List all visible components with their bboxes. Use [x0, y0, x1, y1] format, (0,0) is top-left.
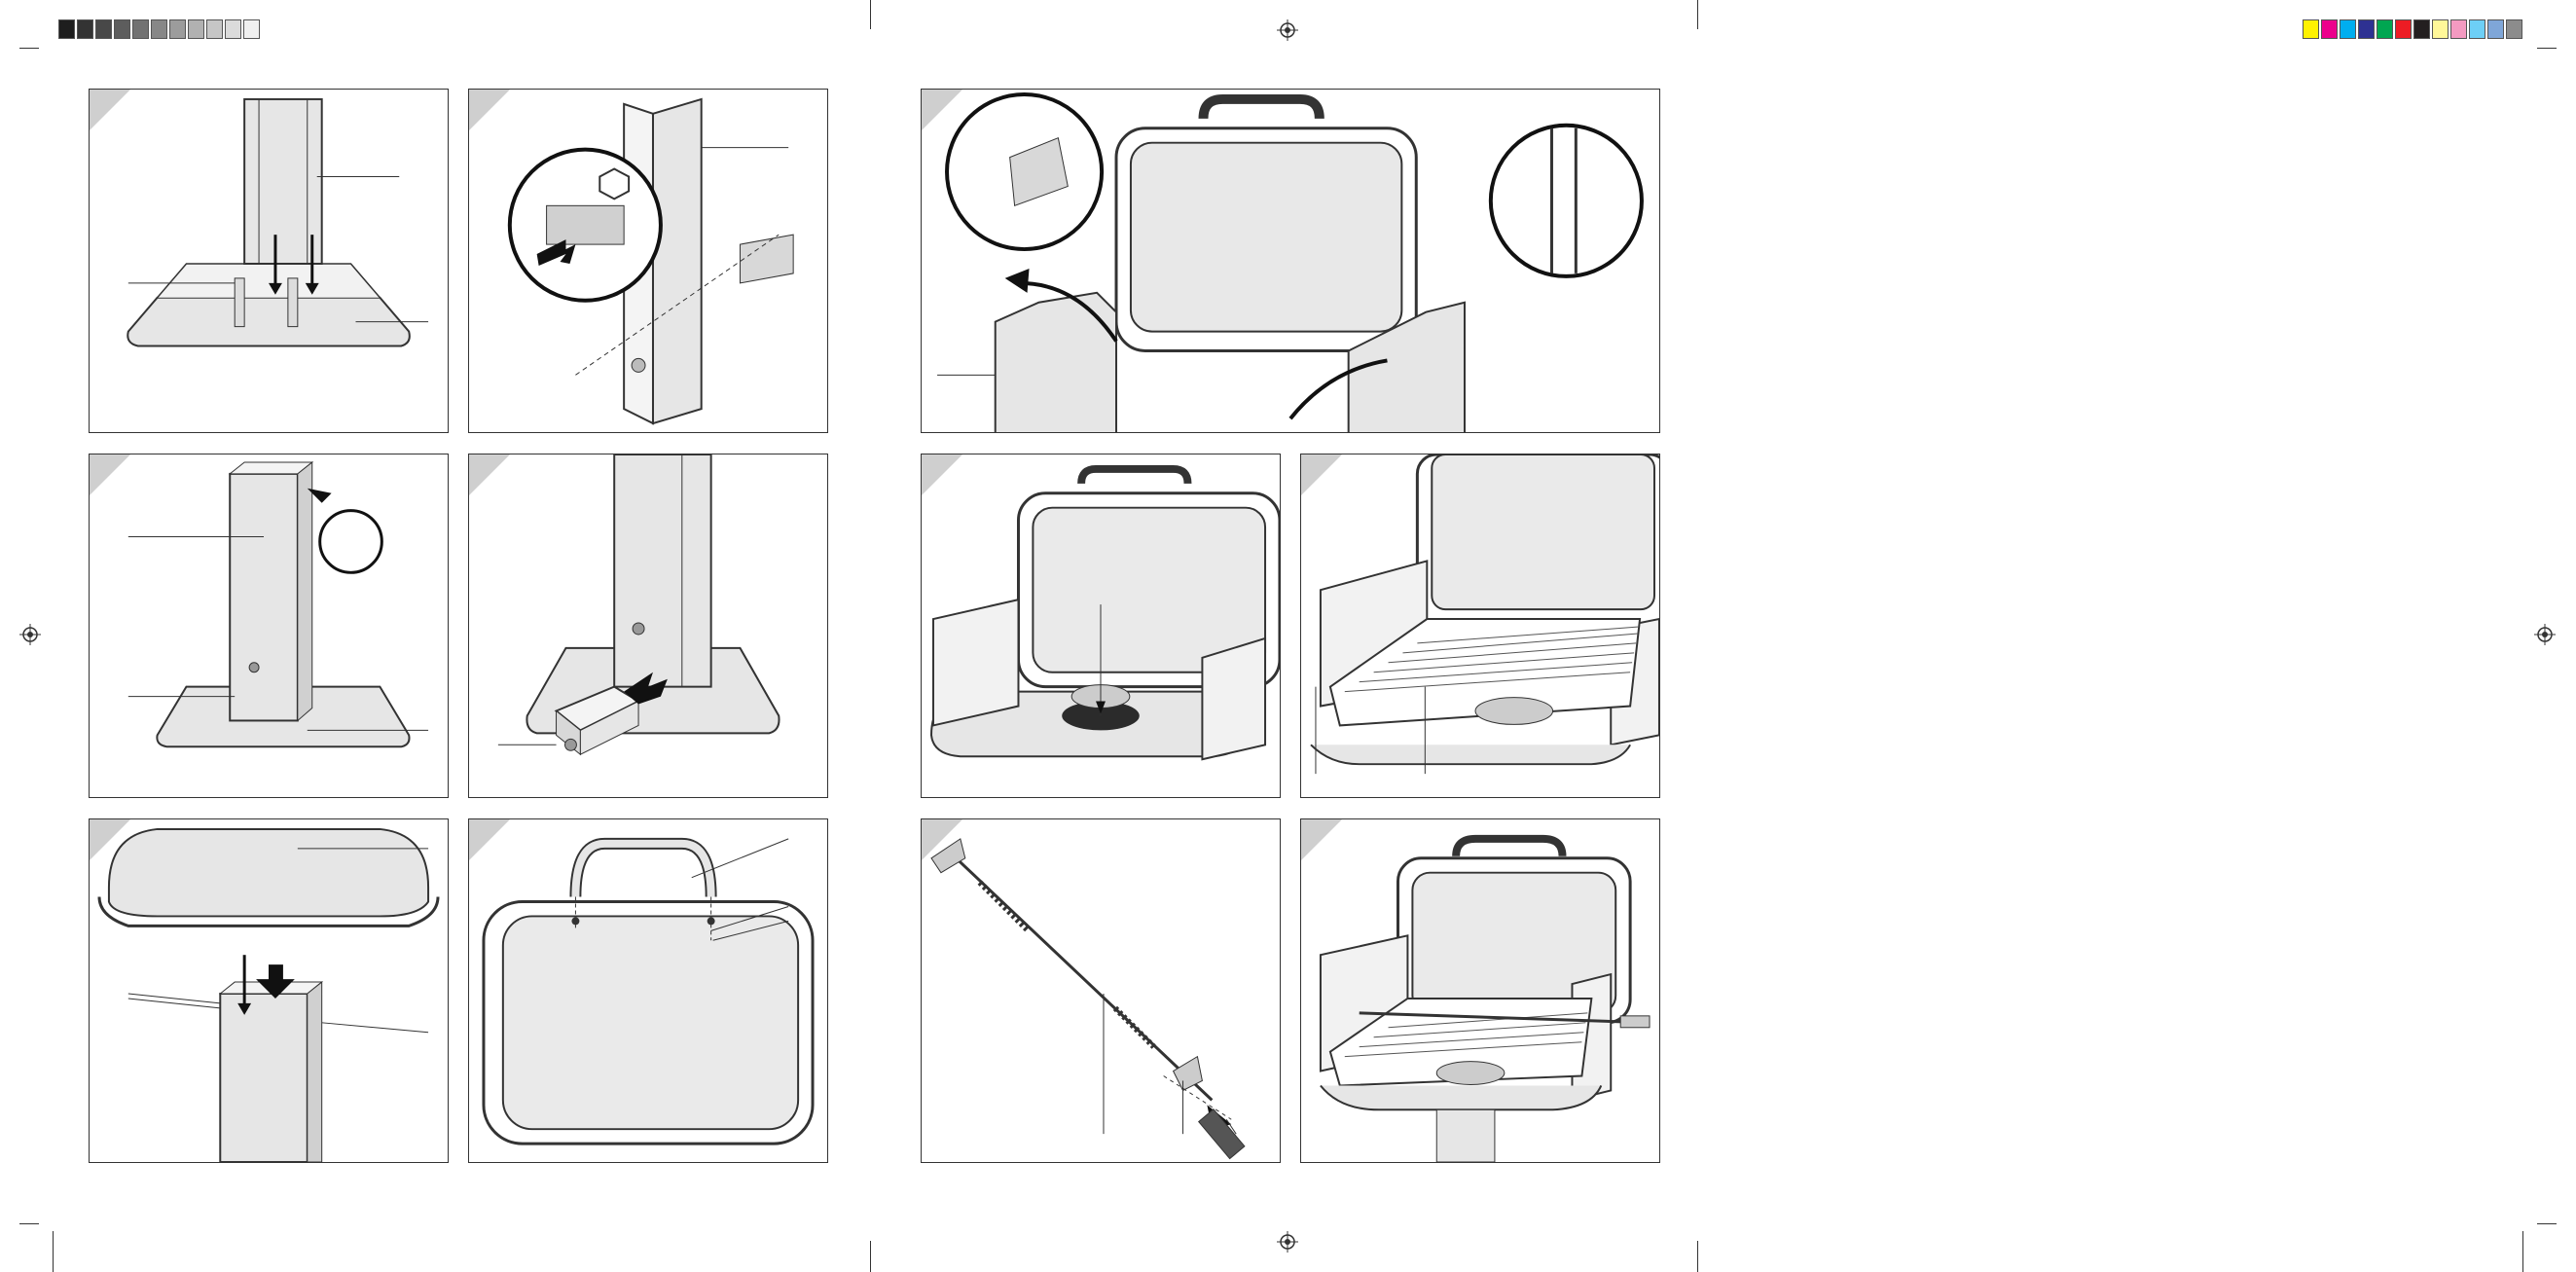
gray-swatch — [132, 19, 149, 39]
color-swatch — [2432, 19, 2449, 39]
gray-swatch — [114, 19, 130, 39]
color-swatch — [2321, 19, 2338, 39]
panel-charcoal-tray-placement — [921, 454, 1281, 798]
fold-mark — [1697, 1241, 1698, 1272]
fold-mark — [1697, 0, 1698, 29]
color-swatch — [2450, 19, 2467, 39]
finished-grill-icon — [1319, 834, 1651, 1162]
fold-mark — [870, 1241, 871, 1272]
panel-skewer-rod-assembly — [921, 818, 1281, 1163]
registration-mark-icon — [1277, 19, 1298, 41]
crop-mark — [53, 1231, 54, 1272]
step-corner-marker — [1301, 819, 1342, 860]
color-swatch — [2395, 19, 2412, 39]
ash-drawer-icon — [497, 454, 780, 756]
color-swatch — [2358, 19, 2375, 39]
gray-swatch — [243, 19, 260, 39]
step-corner-marker — [90, 454, 130, 495]
crop-mark — [19, 1223, 39, 1224]
charcoal-bowl-icon — [929, 464, 1280, 761]
panel-post-bracket-detail — [468, 89, 828, 433]
gray-swatch — [169, 19, 186, 39]
post-into-base-icon — [127, 97, 429, 347]
color-swatch — [2469, 19, 2485, 39]
registration-mark-icon — [1277, 1231, 1298, 1253]
gray-swatch — [95, 19, 112, 39]
rotisserie-skewer-icon — [930, 838, 1246, 1160]
crop-mark — [2537, 48, 2557, 49]
step-corner-marker — [922, 454, 962, 495]
gray-swatch — [188, 19, 204, 39]
post-on-base-icon — [127, 460, 429, 748]
side-wall-screws-icon — [937, 91, 1644, 432]
step-corner-marker — [469, 454, 510, 495]
color-swatch — [2506, 19, 2522, 39]
gray-swatch — [225, 19, 241, 39]
panel-complete-grill — [1300, 818, 1660, 1163]
panel-grill-grate-placement — [1300, 454, 1660, 798]
gray-swatch — [151, 19, 167, 39]
gray-swatch — [77, 19, 93, 39]
color-swatch — [2376, 19, 2393, 39]
bolt-and-nut-icon — [507, 97, 794, 425]
color-swatch — [2340, 19, 2356, 39]
step-corner-marker — [90, 90, 130, 130]
registration-mark-icon — [19, 624, 41, 645]
step-corner-marker — [469, 90, 510, 130]
registration-mark-icon — [2534, 624, 2556, 645]
panel-base-post-installed — [89, 454, 449, 798]
lid-handle-icon — [482, 837, 815, 1145]
crop-mark — [2522, 1231, 2523, 1272]
panel-side-wall-mounting — [921, 89, 1660, 433]
crop-mark — [19, 48, 39, 49]
panel-ash-drawer-insert — [468, 454, 828, 798]
panel-lid-handle-mounting — [468, 818, 828, 1163]
color-swatch — [2413, 19, 2430, 39]
panel-bowl-onto-post — [89, 818, 449, 1163]
crop-mark — [2537, 1223, 2557, 1224]
panel-stand-base-assembly — [89, 89, 449, 433]
bowl-on-post-icon — [97, 827, 440, 1162]
step-corner-marker — [922, 90, 962, 130]
step-corner-marker — [1301, 454, 1342, 495]
gray-swatch — [58, 19, 75, 39]
fold-mark — [870, 0, 871, 29]
color-swatch — [2303, 19, 2319, 39]
color-swatch — [2487, 19, 2504, 39]
grill-grate-icon — [1310, 454, 1659, 775]
step-corner-marker — [469, 819, 510, 860]
gray-swatch — [206, 19, 223, 39]
